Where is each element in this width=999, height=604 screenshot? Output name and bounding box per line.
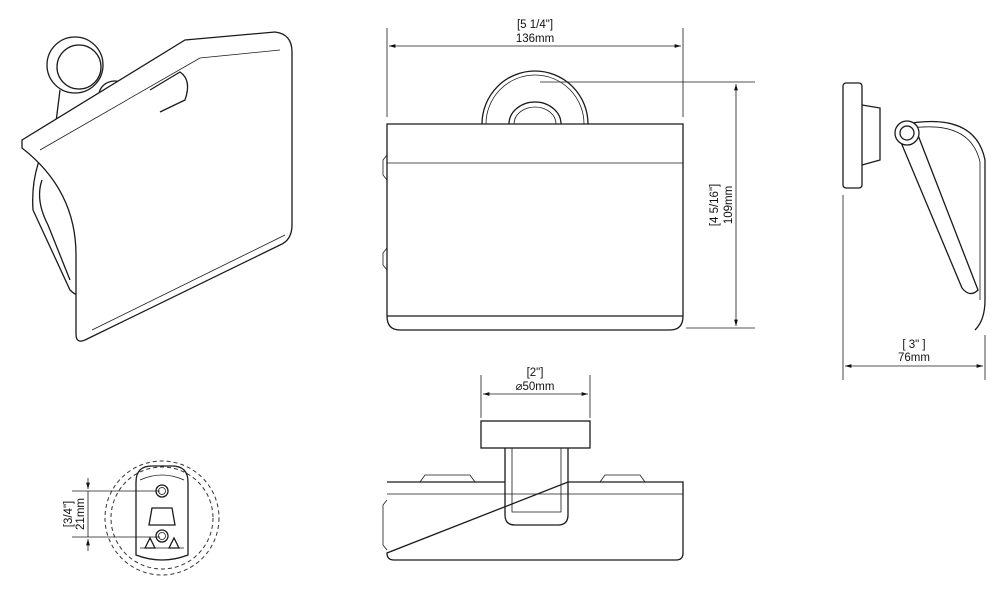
hole-spacing-metric-label: 21mm [75, 498, 87, 530]
mounting-bracket-detail [104, 460, 220, 576]
depth-dimension [842, 195, 986, 380]
side-view [842, 82, 986, 331]
bottom-view [382, 420, 684, 561]
depth-metric-label: 76mm [898, 352, 930, 364]
height-imperial-label: [4 5/16"] [709, 184, 721, 226]
front-view [382, 70, 684, 331]
hole-spacing-imperial-label: [3/4"] [63, 501, 75, 527]
width-dimension [386, 28, 684, 117]
width-imperial-label: [5 1/4"] [517, 19, 553, 31]
hole-spacing-dimension [72, 478, 160, 551]
width-metric-label: 136mm [516, 33, 554, 45]
escutcheon-metric-label: ⌀50mm [516, 381, 555, 393]
escutcheon-imperial-label: [2"] [527, 367, 544, 379]
isometric-view [21, 31, 293, 342]
depth-imperial-label: [ 3" ] [902, 339, 925, 351]
height-dimension [540, 81, 755, 329]
escutcheon-dimension [480, 375, 591, 418]
height-metric-label: 109mm [723, 186, 735, 224]
